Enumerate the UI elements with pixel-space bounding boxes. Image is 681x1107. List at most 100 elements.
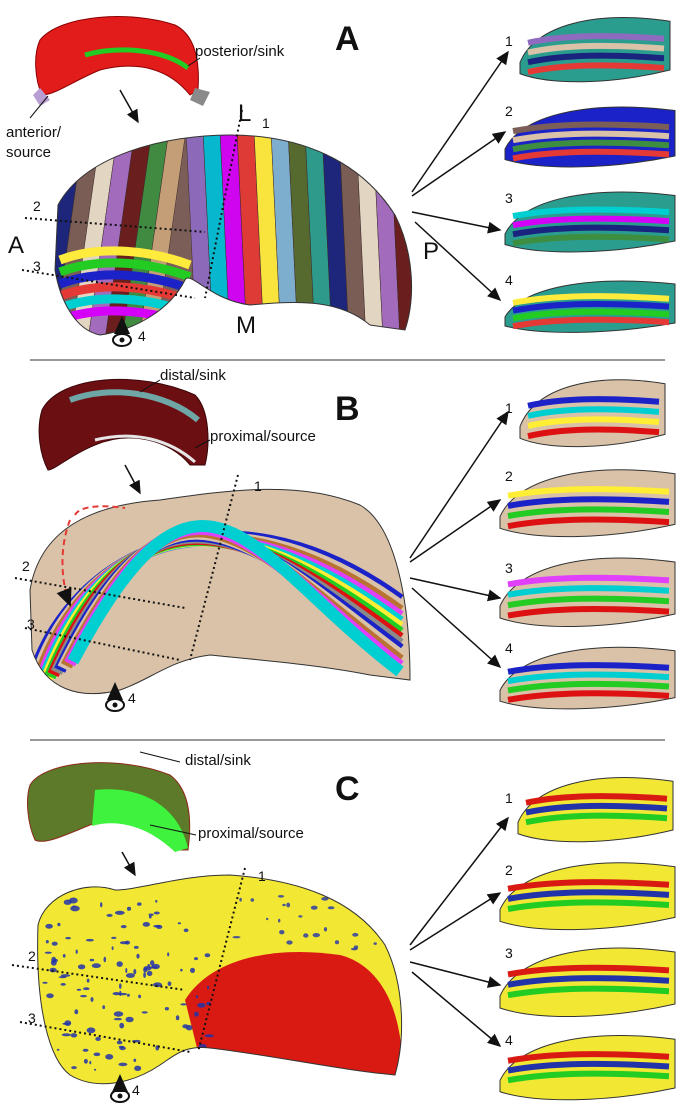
panel-c-speckle [154,912,160,915]
panel-c-speckle [45,952,52,954]
panel-c-speckle [105,1054,113,1060]
panel-c-speckle [137,902,142,905]
panel-c-speckle [83,1049,89,1052]
slice-label-b-4: 4 [505,640,513,656]
panel-c-speckle [87,979,90,983]
panel-c-speckle [133,1059,136,1062]
panel-c-main-surface [30,870,420,1100]
panel-c-speckle [107,914,113,917]
panel-c-speckle [57,923,60,926]
panel-c-speckle [207,986,209,990]
axis-label-anterior: A [8,232,24,260]
panel-c-speckle [147,964,150,967]
panel-c-speckle [77,989,82,991]
panel-label-b: B [335,390,360,429]
panel-c-speckle [100,902,102,907]
axis-label-medial: M [236,312,256,340]
panel-c-speckle [286,940,292,944]
annotation-proximal-source-b: proximal/source [210,428,316,445]
panel-c-speckle [119,1023,124,1029]
panel-c-speckle [143,922,150,927]
panel-c-speckle [239,898,242,902]
panel-c-speckle [62,1033,71,1036]
panel-c-speckle [282,904,285,906]
panel-c-speckle [111,937,116,939]
panel-c-speckle [64,1020,71,1026]
panel-c-speckle [126,1017,134,1023]
panel-c-speckle [233,936,241,938]
panel-c-speckle [42,982,48,984]
panel-c-speckle [134,946,139,949]
panel-c-speckle [328,906,335,909]
panel-c-speckle [193,1058,198,1064]
slice-label-a-1: 1 [505,33,513,49]
panel-c-speckle [65,937,71,939]
panel-c-speckle [74,1009,78,1014]
panel-c-speckle [104,957,107,963]
panel-c-speckle [87,1027,96,1033]
panel-c-speckle [70,906,80,912]
annotation-distal-sink-b: distal/sink [160,367,226,384]
slice-label-c-1: 1 [505,790,513,806]
panel-c-speckle [126,973,135,978]
slice-c-3 [500,948,675,1016]
panel-c-speckle [155,900,157,903]
cut-label-b-4: 4 [128,690,136,706]
axis-label-lateral: L [238,100,251,128]
panel-c-speckle [371,889,375,892]
panel-c-speckle [86,939,94,942]
panel-c-speckle [118,1063,127,1067]
annotation-distal-sink-c: distal/sink [185,752,251,769]
panel-c-speckle [148,966,157,968]
panel-c-speckle [94,1053,101,1057]
panel-c-speckle [286,903,290,908]
panel-c-speckle [127,994,130,997]
slice-b-4 [500,647,675,709]
slice-c-1 [518,778,673,842]
panel-a-main-surface [20,130,434,340]
slice-label-c-3: 3 [505,945,513,961]
panel-c-speckle [194,1012,199,1017]
panel-c-speckle [279,930,284,934]
panel-c-speckle [61,983,66,986]
panel-c-speckle [149,914,154,916]
cut-label-a-3: 3 [33,258,41,274]
slice-label-a-4: 4 [505,272,513,288]
panel-c-speckle [205,1034,214,1037]
cut-label-c-3: 3 [28,1010,36,1026]
slice-a-3 [505,192,675,252]
panel-c-speckle [114,1011,124,1016]
panel-label-a: A [335,20,360,59]
panel-c-speckle [102,1005,105,1009]
panel-c-speckle [127,907,131,911]
panel-c-speckle [354,945,358,949]
panel-c-speckle [197,1003,205,1008]
panel-c-speckle [186,1025,193,1031]
slice-label-a-3: 3 [505,190,513,206]
panel-c-speckle [71,1066,77,1069]
panel-c-speckle [303,933,308,937]
slice-a-4 [505,281,675,332]
panel-c-speckle [150,960,154,966]
panel-c-speckle [176,1015,180,1020]
panel-c-speckle [117,1041,123,1045]
annotation-posterior-sink: posterior/sink [195,43,284,60]
panel-c-speckle [196,995,199,998]
annotation-proximal-source-c: proximal/source [198,825,304,842]
slice-b-1 [520,380,665,447]
panel-c-speckle [64,900,72,905]
axis-label-posterior: P [423,238,439,266]
panel-c-speckle [125,968,127,973]
panel-c-speckle [117,961,123,967]
panel-c-speckle [184,929,189,933]
panel-c-speckle [76,950,78,954]
panel-c-speckle [51,957,56,963]
panel-label-c: C [335,770,360,809]
slice-c-2 [500,863,675,930]
panel-c-speckle [84,1059,88,1064]
panel-c-speckle [168,981,172,986]
panel-c-speckle [133,969,136,975]
cut-label-a-4: 4 [138,328,146,344]
panel-c-speckle [63,954,66,958]
panel-c-speckle [114,1018,122,1020]
